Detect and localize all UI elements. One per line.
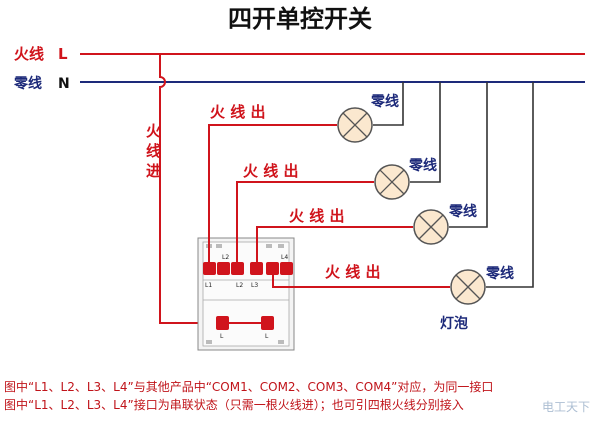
terminal-screws <box>203 262 293 330</box>
terminal-label-l2: L2 <box>236 282 243 289</box>
bulb-icon <box>337 107 373 143</box>
neutral-label-1: 零线 <box>370 93 399 110</box>
bulb-icon <box>413 209 449 245</box>
bulb-icon <box>450 269 486 305</box>
live-line-letter: L <box>58 45 68 63</box>
note-line-2: 图中“L1、L2、L3、L4”接口为串联状态（只需一根火线进）；也可引四根火线分… <box>4 398 464 412</box>
neutral-label-2: 零线 <box>408 157 437 174</box>
bulb-icon <box>374 164 410 200</box>
live-out-wire-3 <box>256 226 413 262</box>
neutral-return-wire-2 <box>410 82 441 183</box>
live-in-label-3: 进 <box>146 162 161 180</box>
neutral-label-4: 零线 <box>485 265 514 282</box>
terminal-label-top-l2: L2 <box>222 254 229 261</box>
live-out-label-3: 火 线 出 <box>289 207 344 225</box>
live-line-label: 火线 <box>14 45 44 63</box>
live-in-label-1: 火 <box>146 122 162 140</box>
neutral-return-wire-1 <box>373 82 404 126</box>
live-out-label-2: 火 线 出 <box>243 162 298 180</box>
live-in-label-2: 线 <box>146 142 161 160</box>
live-out-label-4: 火 线 出 <box>325 263 380 281</box>
neutral-line-letter: N <box>58 76 70 92</box>
live-out-wire-2 <box>236 181 374 262</box>
bulb-label: 灯泡 <box>440 315 468 332</box>
neutral-return-wire-4 <box>486 82 534 288</box>
note-line-1: 图中“L1、L2、L3、L4”与其他产品中“COM1、COM2、COM3、COM… <box>4 380 494 394</box>
watermark-logo: 电工天下 <box>541 400 590 414</box>
neutral-return-wire-3 <box>449 82 488 228</box>
neutral-label-3: 零线 <box>448 203 477 220</box>
live-out-wire-1 <box>208 124 337 262</box>
terminal-label-l3: L3 <box>251 282 258 289</box>
neutral-line-label: 零线 <box>13 75 42 92</box>
terminal-label-lower-left: L <box>220 333 224 340</box>
terminal-label-top-l4: L4 <box>281 254 288 261</box>
terminal-label-lower-right: L <box>265 333 269 340</box>
live-out-label-1: 火 线 出 <box>210 103 265 121</box>
diagram-title: 四开单控开关 <box>228 5 372 33</box>
four-gang-switch <box>197 237 295 351</box>
live-in-wire <box>159 54 222 324</box>
terminal-label-l1: L1 <box>205 282 212 289</box>
